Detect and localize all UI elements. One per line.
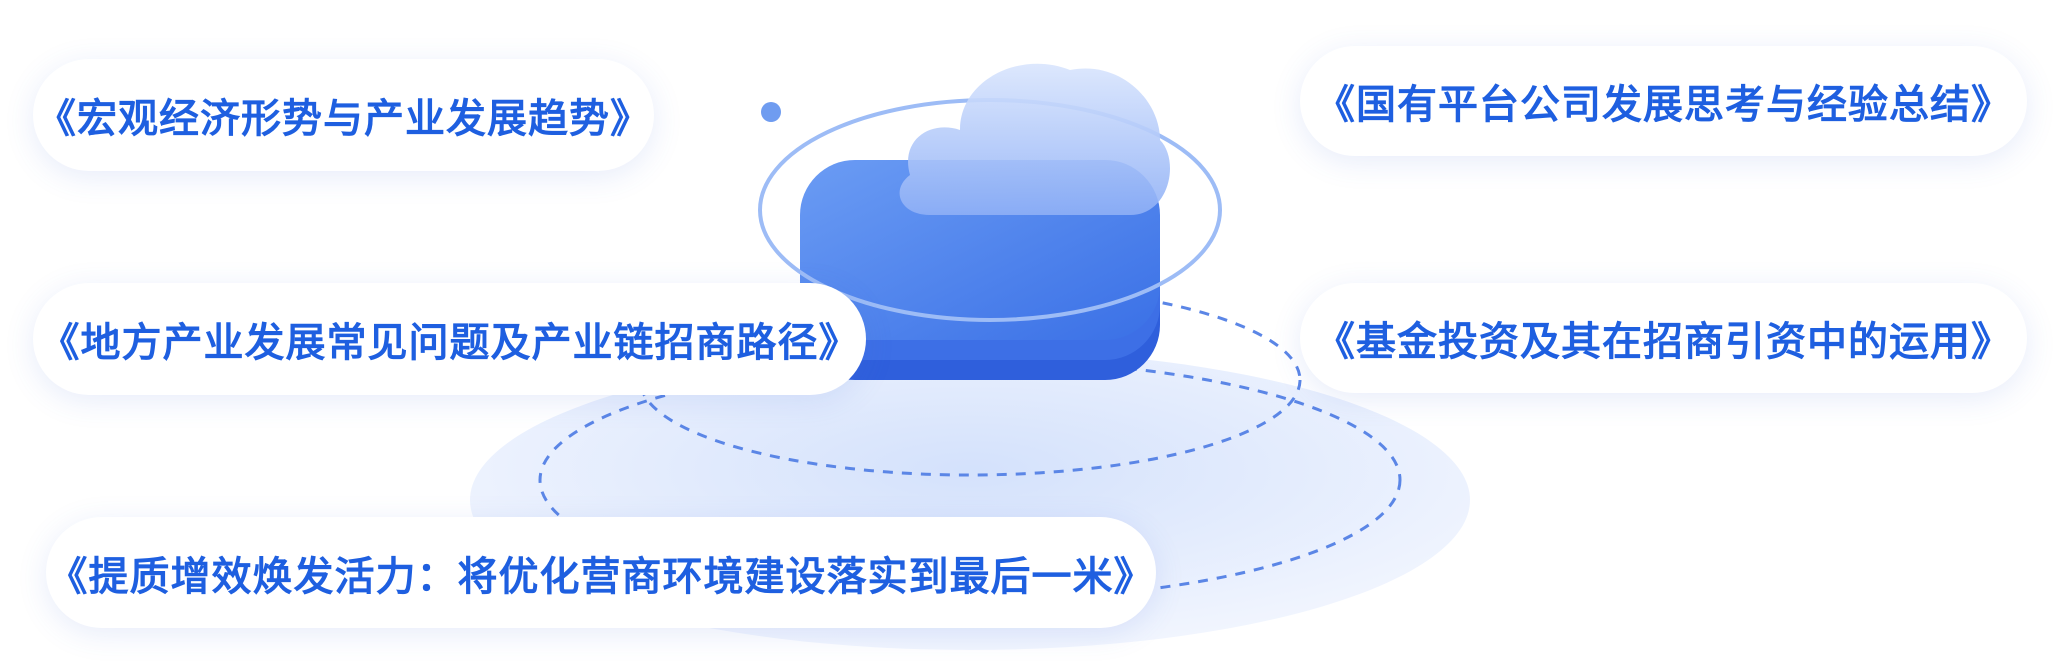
orbit-dot (761, 102, 781, 122)
cloud-icon (899, 63, 1170, 215)
topic-label: 《提质增效焕发活力：将优化营商环境建设落实到最后一米》 (47, 553, 1155, 600)
topic-pill: 《地方产业发展常见问题及产业链招商路径》 (33, 283, 866, 395)
topic-pill: 《宏观经济形势与产业发展趋势》 (33, 59, 654, 171)
topic-label: 《国有平台公司发展思考与经验总结》 (1315, 82, 2012, 128)
topic-pill: 《提质增效焕发活力：将优化营商环境建设落实到最后一米》 (46, 517, 1156, 628)
topic-label: 《地方产业发展常见问题及产业链招商路径》 (39, 320, 860, 366)
topic-label: 《基金投资及其在招商引资中的运用》 (1315, 319, 2012, 365)
dashed-ring-inner (638, 283, 1302, 477)
topic-label: 《宏观经济形势与产业发展趋势》 (36, 96, 651, 142)
topic-pill: 《国有平台公司发展思考与经验总结》 (1300, 46, 2027, 156)
topic-pill: 《基金投资及其在招商引资中的运用》 (1300, 283, 2027, 393)
dashed-ring-outer (538, 358, 1402, 602)
